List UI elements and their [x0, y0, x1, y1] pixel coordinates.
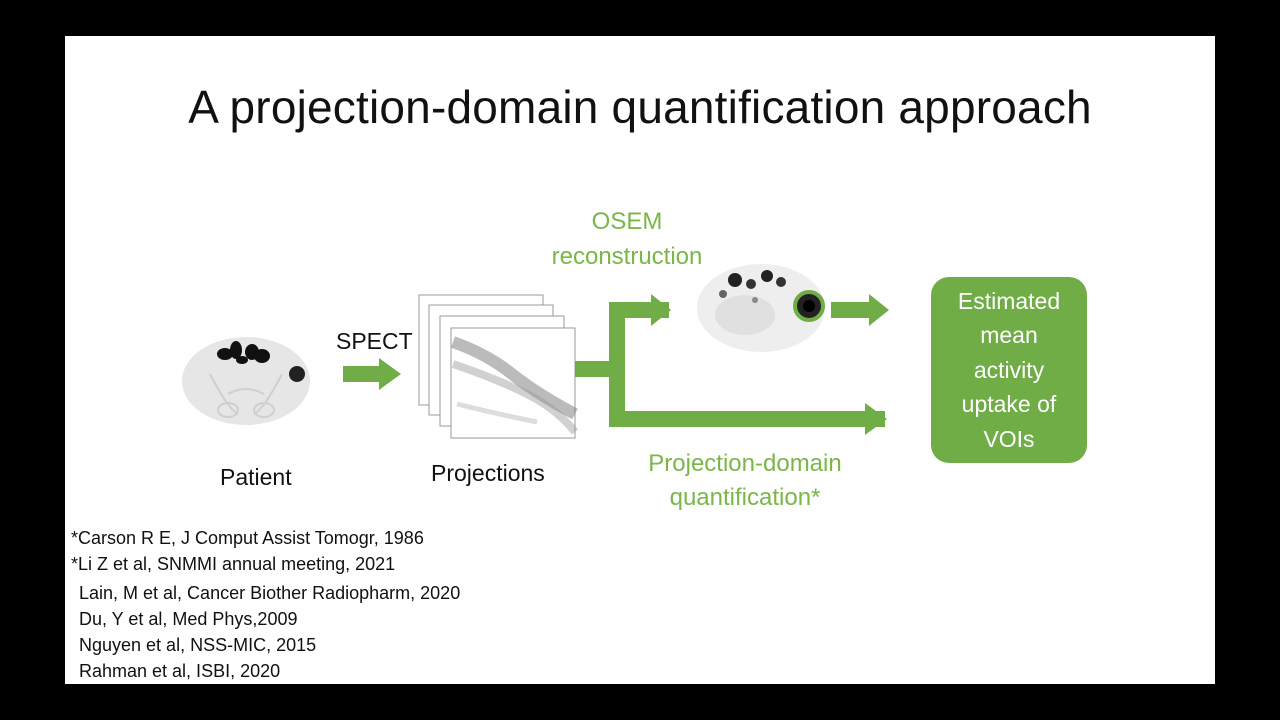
projections-label: Projections — [431, 460, 545, 486]
reference-rahman: Rahman et al, ISBI, 2020 — [79, 661, 281, 681]
patient-phantom-image — [182, 337, 310, 425]
other-references: Lain, M et al, Cancer Biother Radiopharm… — [79, 580, 460, 684]
reference-nguyen: Nguyen et al, NSS-MIC, 2015 — [79, 635, 317, 655]
reference-du: Du, Y et al, Med Phys,2009 — [79, 609, 298, 629]
spect-label: SPECT — [336, 328, 413, 354]
reference-carson: *Carson R E, J Comput Assist Tomogr, 198… — [71, 528, 424, 548]
projections-stack-image — [418, 294, 579, 439]
spect-arrow — [343, 358, 401, 390]
result-line-4: uptake of — [961, 391, 1057, 418]
osem-reconstruction-label: OSEM reconstruction — [535, 204, 719, 274]
result-line-5: VOIs — [983, 425, 1035, 452]
starred-references: *Carson R E, J Comput Assist Tomogr, 198… — [71, 525, 424, 577]
pdq-label-line-1: Projection-domain — [648, 450, 842, 477]
pdq-label-line-2: quantification* — [669, 484, 821, 511]
reference-li: *Li Z et al, SNMMI annual meeting, 2021 — [71, 554, 396, 574]
slide-title: A projection-domain quantification appro… — [188, 81, 1092, 133]
osem-label-line-2: reconstruction — [551, 243, 703, 270]
estimated-activity-result-box: Estimated mean activity uptake of VOIs — [931, 277, 1087, 463]
osem-to-result-arrow — [831, 294, 889, 326]
patient-label: Patient — [220, 464, 292, 490]
osem-reconstruction-image — [697, 264, 825, 352]
result-line-2: mean — [980, 322, 1038, 349]
osem-label-line-1: OSEM — [591, 208, 663, 235]
branch-connector — [575, 294, 887, 435]
result-line-3: activity — [973, 356, 1045, 383]
slide: A projection-domain quantification appro… — [65, 36, 1215, 684]
projection-domain-quantification-label: Projection-domain quantification* — [625, 447, 865, 515]
result-line-1: Estimated — [957, 287, 1061, 314]
reference-lain: Lain, M et al, Cancer Biother Radiopharm… — [79, 583, 461, 603]
